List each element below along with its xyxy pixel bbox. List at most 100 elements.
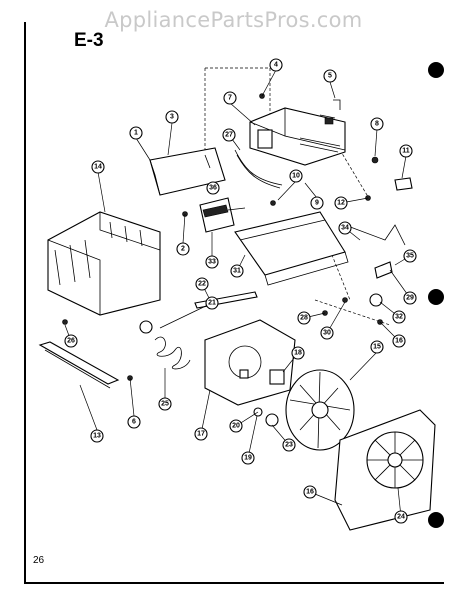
callout-29: 29 — [403, 291, 417, 305]
svg-text:11: 11 — [402, 148, 410, 155]
svg-text:5: 5 — [328, 73, 332, 80]
page-border-left — [24, 22, 26, 582]
bottom-rail — [38, 341, 120, 389]
svg-text:4: 4 — [274, 62, 278, 69]
svg-text:9: 9 — [315, 200, 319, 207]
section-label: E-3 — [74, 30, 104, 51]
callout-22: 22 — [195, 277, 209, 291]
wire-harness — [234, 149, 283, 189]
svg-text:8: 8 — [375, 121, 379, 128]
svg-text:10: 10 — [292, 173, 300, 180]
callout-11: 11 — [399, 144, 413, 158]
bin-housing — [47, 211, 161, 316]
page-number: 26 — [33, 555, 45, 566]
callout-36: 36 — [206, 181, 220, 195]
ejector-rod — [344, 224, 406, 246]
callout-16-right: 16 — [392, 334, 406, 348]
svg-text:2: 2 — [181, 246, 185, 253]
callout-1: 1 — [129, 126, 143, 140]
svg-text:12: 12 — [337, 200, 345, 207]
svg-text:23: 23 — [285, 442, 293, 449]
svg-text:26: 26 — [67, 338, 75, 345]
callout-23: 23 — [282, 438, 296, 452]
svg-text:1: 1 — [134, 130, 138, 137]
callout-34: 34 — [338, 221, 352, 235]
svg-text:24: 24 — [397, 514, 405, 521]
svg-text:33: 33 — [208, 259, 216, 266]
alignment-lines — [204, 67, 391, 326]
callout-25: 25 — [158, 397, 172, 411]
callout-21: 21 — [205, 296, 219, 310]
callout-30: 30 — [320, 326, 334, 340]
fan-blade — [285, 369, 355, 451]
svg-text:31: 31 — [233, 268, 241, 275]
svg-text:20: 20 — [232, 423, 240, 430]
trim-strip — [194, 291, 258, 309]
registration-mark-bottom — [428, 512, 444, 528]
small-hardware — [62, 93, 413, 427]
callout-12: 12 — [334, 196, 348, 210]
svg-text:3: 3 — [170, 114, 174, 121]
callout-32: 32 — [392, 310, 406, 324]
svg-text:19: 19 — [244, 455, 252, 462]
cover-plate — [234, 211, 349, 286]
svg-text:35: 35 — [406, 253, 414, 260]
fan-housing — [334, 409, 436, 531]
callout-13: 13 — [90, 429, 104, 443]
svg-text:21: 21 — [208, 300, 216, 307]
callout-16-housing: 16 — [303, 485, 317, 499]
svg-text:13: 13 — [93, 433, 101, 440]
svg-text:14: 14 — [94, 164, 102, 171]
spring — [154, 336, 191, 370]
watermark: AppliancePartsPros.com — [104, 8, 363, 32]
ice-maker-module — [249, 107, 346, 166]
callout-20: 20 — [229, 419, 243, 433]
callout-2: 2 — [176, 242, 190, 256]
callout-19: 19 — [241, 451, 255, 465]
svg-text:15: 15 — [373, 344, 381, 351]
svg-text:28: 28 — [300, 315, 308, 322]
svg-text:36: 36 — [209, 185, 217, 192]
gasket — [269, 369, 285, 385]
page-border-bottom — [24, 582, 444, 584]
callout-3: 3 — [165, 110, 179, 124]
callout-24: 24 — [394, 510, 408, 524]
callout-4: 4 — [269, 58, 283, 72]
callout-5: 5 — [323, 69, 337, 83]
callout-7: 7 — [223, 91, 237, 105]
svg-text:17: 17 — [197, 431, 205, 438]
svg-text:18: 18 — [294, 350, 302, 357]
svg-text:16: 16 — [306, 489, 314, 496]
callout-33: 33 — [205, 255, 219, 269]
svg-text:6: 6 — [132, 419, 136, 426]
callouts: 1 2 3 4 5 6 7 8 9 10 11 12 13 14 15 16 1… — [64, 58, 417, 524]
callout-31: 31 — [230, 264, 244, 278]
motor — [199, 197, 246, 233]
svg-text:16: 16 — [395, 338, 403, 345]
svg-text:34: 34 — [341, 225, 349, 232]
svg-text:32: 32 — [395, 314, 403, 321]
callout-9: 9 — [310, 196, 324, 210]
callout-6: 6 — [127, 415, 141, 429]
registration-mark-top — [428, 62, 444, 78]
callout-17: 17 — [194, 427, 208, 441]
callout-15: 15 — [370, 340, 384, 354]
svg-text:29: 29 — [406, 295, 414, 302]
svg-text:30: 30 — [323, 330, 331, 337]
svg-text:22: 22 — [198, 281, 206, 288]
mounting-bracket — [149, 147, 226, 196]
callout-35: 35 — [403, 249, 417, 263]
svg-text:7: 7 — [228, 95, 232, 102]
auger-plate — [204, 319, 296, 406]
callout-14: 14 — [91, 160, 105, 174]
svg-text:27: 27 — [225, 132, 233, 139]
callout-18: 18 — [291, 346, 305, 360]
callout-26: 26 — [64, 334, 78, 348]
callout-27: 27 — [222, 128, 236, 142]
registration-mark-middle — [428, 289, 444, 305]
callout-8: 8 — [370, 117, 384, 131]
callout-10: 10 — [289, 169, 303, 183]
callout-28: 28 — [297, 311, 311, 325]
